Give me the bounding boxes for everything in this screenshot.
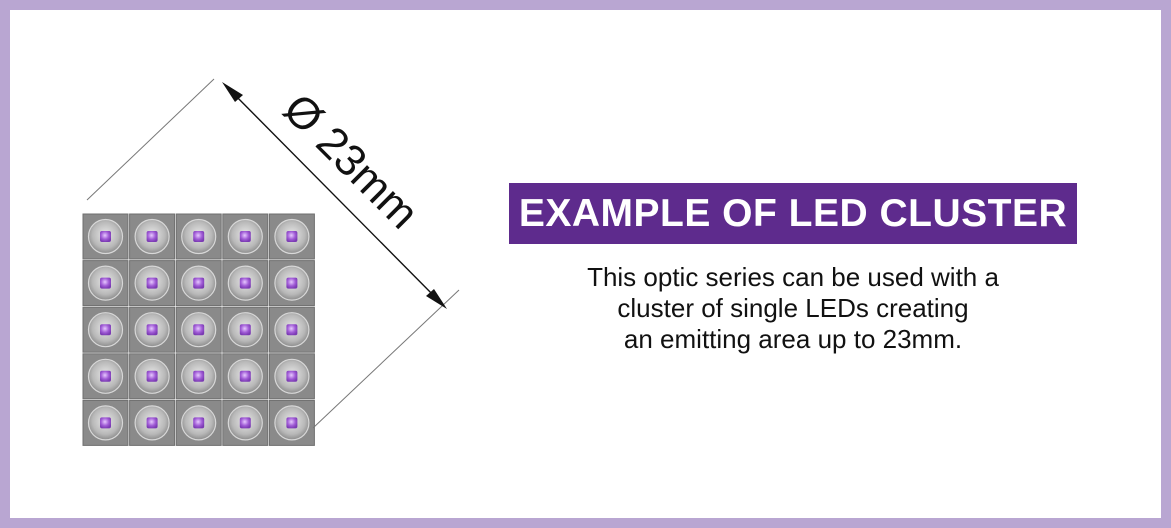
led-chip [239,277,251,289]
led-chip [146,324,158,336]
led-cell [222,213,269,260]
led-cell [268,213,315,260]
led-chip [146,417,158,429]
dimension-line [225,85,444,306]
led-chip [286,231,298,242]
led-cell [129,213,176,260]
led-chip [286,324,298,336]
led-chip [100,324,111,336]
description-line: This optic series can be used with a [587,262,999,292]
led-chip [239,370,251,382]
led-cell [222,353,269,400]
led-cell [268,353,315,400]
led-cell [82,353,129,400]
led-chip [193,417,205,429]
description-line: an emitting area up to 23mm. [623,324,963,354]
led-chip [286,277,298,289]
led-chip [100,417,111,429]
led-cell [222,260,269,307]
led-cell [129,353,176,400]
led-cluster-diagram: Ø 23mm [82,78,460,446]
led-chip [286,370,298,382]
led-cell [268,306,315,353]
led-cell [129,399,176,446]
extension-line-bottom [312,289,460,429]
led-chip [146,370,158,382]
led-cell [129,306,176,353]
led-chip [100,277,111,289]
led-cell [175,213,222,260]
led-cell [222,399,269,446]
led-chip [100,231,111,242]
led-cell [82,213,129,260]
led-cell [175,353,222,400]
led-chip [193,324,205,336]
led-chip [239,231,251,242]
led-cell [82,260,129,307]
led-cell [175,306,222,353]
led-chip [239,324,251,336]
title-text: EXAMPLE OF LED CLUSTER [518,191,1068,235]
led-chip [146,231,158,242]
led-cell [175,260,222,307]
description-line: cluster of single LEDs creating [617,293,969,323]
led-cell [268,260,315,307]
led-cell [268,399,315,446]
led-chip [286,417,298,429]
led-chip [239,417,251,429]
led-cell [82,306,129,353]
arrowhead-top [222,82,243,102]
led-cell [129,260,176,307]
extension-line-top [86,78,215,201]
led-cell [222,306,269,353]
led-cell [175,399,222,446]
led-grid [82,213,315,446]
arrowhead-bottom [426,289,447,309]
title-banner: EXAMPLE OF LED CLUSTER [509,183,1077,244]
description: This optic series can be used with a clu… [509,262,1077,355]
led-cell [82,399,129,446]
led-chip [100,370,111,382]
led-chip [193,370,205,382]
led-chip [193,277,205,289]
led-chip [193,231,205,242]
led-chip [146,277,158,289]
